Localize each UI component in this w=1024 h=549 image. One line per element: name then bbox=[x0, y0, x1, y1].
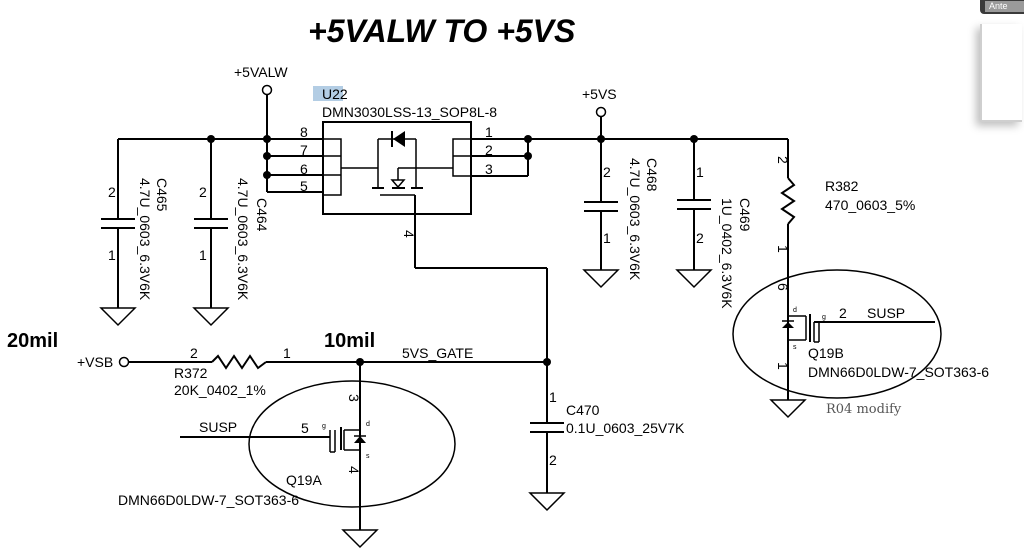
svg-text:4: 4 bbox=[346, 466, 362, 474]
u22-part: DMN3030LSS-13_SOP8L-8 bbox=[322, 104, 497, 120]
capacitor-c470: 1 2 C470 0.1U_0603_25V7K bbox=[528, 362, 685, 512]
svg-text:1: 1 bbox=[696, 164, 704, 180]
svg-text:8: 8 bbox=[300, 124, 308, 140]
annotation-r04-modify: R04 modify bbox=[826, 402, 902, 417]
svg-text:1: 1 bbox=[603, 230, 611, 246]
svg-text:2: 2 bbox=[549, 452, 557, 468]
ground-icon bbox=[769, 399, 807, 419]
r382-value: 470_0603_5% bbox=[825, 197, 915, 213]
net-label-5vs-gate: 5VS_GATE bbox=[402, 345, 473, 361]
r372-value: 20K_0402_1% bbox=[174, 382, 266, 398]
svg-text:6: 6 bbox=[775, 283, 791, 291]
c470-ref: C470 bbox=[566, 402, 600, 418]
capacitor-c465: 2 1 C465 4.7U_0603_6.3V6K bbox=[99, 139, 170, 327]
net-label-vsb: +VSB bbox=[77, 354, 113, 370]
power-port-vsb bbox=[118, 356, 130, 368]
svg-text:1: 1 bbox=[283, 345, 291, 361]
capacitor-c464: 2 1 C464 4.7U_0603_6.3V6K bbox=[192, 139, 270, 327]
c465-value: 4.7U_0603_6.3V6K bbox=[137, 178, 153, 301]
mosfet-q19b: 6 1 2 d g s SUSP Q19B DMN66D0LDW-7_SOT36… bbox=[732, 269, 989, 419]
svg-text:7: 7 bbox=[300, 142, 308, 158]
svg-text:d: d bbox=[366, 421, 370, 428]
q19b-part: DMN66D0LDW-7_SOT363-6 bbox=[808, 364, 989, 380]
svg-text:g: g bbox=[322, 423, 326, 430]
svg-text:1: 1 bbox=[485, 124, 493, 140]
svg-text:g: g bbox=[822, 314, 826, 321]
svg-text:2: 2 bbox=[108, 184, 116, 200]
ground-icon bbox=[675, 269, 713, 289]
c469-ref: C469 bbox=[737, 198, 753, 232]
r372-ref: R372 bbox=[174, 365, 208, 381]
junction bbox=[263, 135, 271, 143]
net-label-susp-a: SUSP bbox=[199, 419, 237, 435]
c465-ref: C465 bbox=[154, 178, 170, 212]
mosfet-u22: U22 DMN3030LSS-13_SOP8L-8 8 7 6 5 1 2 3 bbox=[300, 86, 532, 268]
highlight-circle bbox=[732, 269, 942, 399]
svg-text:5: 5 bbox=[301, 420, 309, 436]
overlay-window-widget: Ante bbox=[976, 0, 1024, 126]
q19a-ref: Q19A bbox=[286, 472, 322, 488]
c469-value: 1U_0402_6.3V6K bbox=[719, 198, 735, 309]
junction bbox=[263, 171, 271, 179]
svg-text:1: 1 bbox=[199, 247, 207, 263]
power-port-5vs bbox=[595, 106, 607, 118]
svg-text:2: 2 bbox=[190, 345, 198, 361]
ground-icon bbox=[192, 307, 230, 327]
svg-text:5: 5 bbox=[300, 178, 308, 194]
trace-width-10mil: 10mil bbox=[324, 330, 375, 352]
svg-text:2: 2 bbox=[696, 230, 704, 246]
mosfet-q19a: 3 4 5 d g s SUSP Q19A DMN66D0LDW-7_SOT36… bbox=[118, 362, 456, 549]
u22-highlight bbox=[313, 86, 343, 101]
u22-ref: U22 bbox=[322, 86, 348, 102]
ground-icon bbox=[341, 529, 379, 549]
overlay-tab[interactable]: Ante bbox=[980, 0, 1024, 14]
ground-icon bbox=[99, 307, 137, 327]
trace-width-20mil: 20mil bbox=[7, 330, 58, 352]
svg-text:2: 2 bbox=[199, 184, 207, 200]
c470-value: 0.1U_0603_25V7K bbox=[566, 420, 685, 436]
svg-text:2: 2 bbox=[775, 156, 791, 164]
c464-ref: C464 bbox=[254, 198, 270, 232]
svg-text:1: 1 bbox=[775, 245, 791, 253]
svg-text:3: 3 bbox=[485, 161, 493, 177]
c468-ref: C468 bbox=[644, 158, 660, 192]
svg-text:s: s bbox=[366, 453, 370, 460]
c464-value: 4.7U_0603_6.3V6K bbox=[235, 178, 251, 301]
c468-value: 4.7U_0603_6.3V6K bbox=[627, 158, 643, 281]
junction bbox=[524, 152, 532, 160]
svg-text:1: 1 bbox=[775, 362, 791, 370]
svg-text:6: 6 bbox=[300, 161, 308, 177]
capacitor-c469: 1 2 C469 1U_0402_6.3V6K bbox=[675, 139, 753, 309]
svg-text:d: d bbox=[793, 307, 797, 314]
svg-text:2: 2 bbox=[839, 305, 847, 321]
ground-icon bbox=[528, 492, 566, 512]
overlay-tab-label: Ante bbox=[985, 1, 1024, 12]
svg-text:1: 1 bbox=[108, 247, 116, 263]
capacitor-c468: 2 1 C468 4.7U_0603_6.3V6K bbox=[582, 139, 660, 289]
junction bbox=[263, 152, 271, 160]
schematic-title: +5VALW TO +5VS bbox=[308, 13, 576, 49]
net-label-5valw: +5VALW bbox=[234, 64, 288, 80]
svg-text:2: 2 bbox=[485, 142, 493, 158]
highlight-circle bbox=[248, 380, 456, 508]
diode-icon bbox=[393, 131, 405, 147]
resistor-r382: 2 1 R382 470_0603_5% bbox=[775, 139, 915, 306]
svg-text:4: 4 bbox=[401, 230, 417, 238]
svg-text:s: s bbox=[793, 344, 797, 351]
overlay-panel bbox=[980, 24, 1022, 122]
ground-icon bbox=[582, 269, 620, 289]
q19a-part: DMN66D0LDW-7_SOT363-6 bbox=[118, 492, 299, 508]
svg-text:3: 3 bbox=[346, 394, 362, 402]
net-label-5vs: +5VS bbox=[582, 86, 617, 102]
svg-text:2: 2 bbox=[603, 164, 611, 180]
svg-text:1: 1 bbox=[549, 389, 557, 405]
r382-ref: R382 bbox=[825, 178, 859, 194]
q19b-ref: Q19B bbox=[808, 345, 844, 361]
net-label-susp-b: SUSP bbox=[867, 305, 905, 321]
resistor-r372: 2 1 R372 20K_0402_1% bbox=[129, 345, 547, 398]
power-port-5valw bbox=[261, 84, 273, 96]
